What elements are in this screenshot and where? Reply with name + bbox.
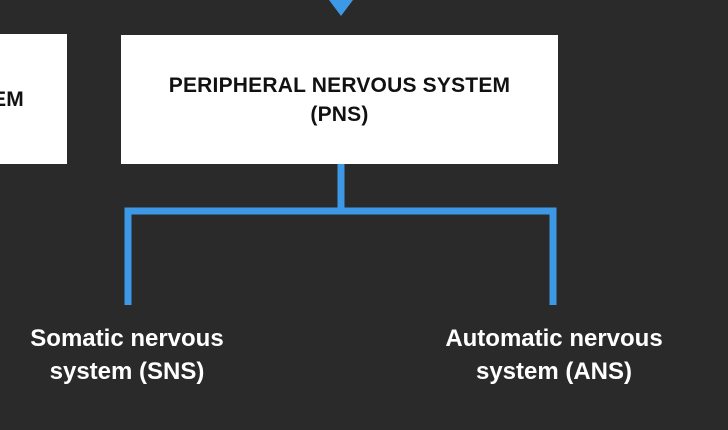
pns-box-label: PERIPHERAL NERVOUS SYSTEM (PNS)	[168, 73, 511, 126]
pns-box: PERIPHERAL NERVOUS SYSTEM (PNS)	[121, 35, 558, 164]
branch-horizontal-line	[124, 207, 557, 305]
incoming-arrow-head	[329, 0, 353, 16]
cns-box-label: EM	[0, 87, 24, 111]
cns-box-partial: EM	[0, 34, 67, 164]
sns-label: Somatic nervous system (SNS)	[30, 325, 224, 385]
ans-label: Automatic nervous system (ANS)	[445, 325, 663, 385]
